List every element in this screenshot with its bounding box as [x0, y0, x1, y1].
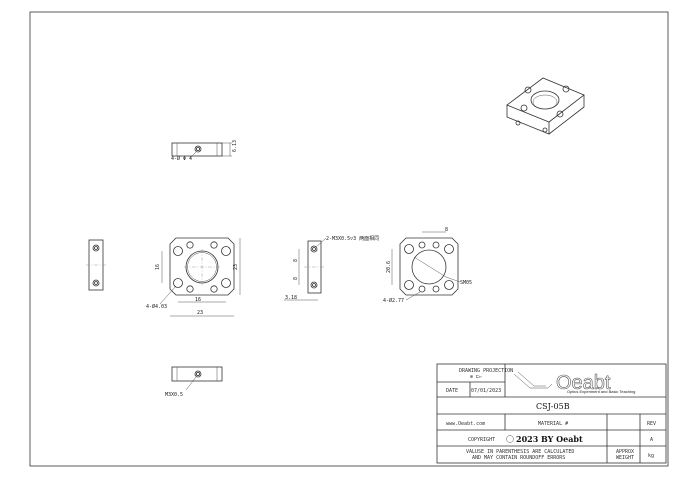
title-block: DRAWING PROJECTION ⊕ ⊏▻ DATE 07/01/2023 … [436, 363, 667, 464]
material-label: MATERIAL # [538, 421, 568, 427]
side-dim-b: 8 [293, 277, 299, 280]
approx-label: APPROX [616, 449, 634, 455]
isometric-view [506, 77, 585, 135]
top-height-dim: 6.13 [232, 140, 238, 152]
front-height-dim: 23 [233, 264, 239, 270]
weight-unit: kg [648, 453, 654, 459]
top-hole-callout: 4-Ø Φ 4 [171, 155, 192, 162]
front-view: 16 23 16 23 4-Ø4.03 [146, 237, 241, 317]
part-number: CSJ-05B [536, 402, 570, 411]
top-view: 6.13 4-Ø Φ 4 [171, 140, 238, 162]
bottom-callout: M3X0.5 [165, 392, 183, 398]
date-value: 07/01/2023 [471, 388, 501, 394]
side-dim-a: 8 [293, 259, 299, 262]
logo-tagline: Optics Experiment and Basic Teaching [567, 389, 635, 394]
back-top-dim: 8 [445, 227, 448, 233]
logo-wordmark: Oeabt [556, 372, 611, 394]
copyright-symbol-icon [506, 435, 514, 443]
front-spacing-v: 16 [155, 264, 161, 270]
date-label: DATE [446, 388, 458, 394]
rev-label: REV [647, 421, 656, 427]
projection-symbol: ⊕ ⊏▻ [470, 374, 482, 380]
note-line-1: VALUSE IN PARENTHESIS ARE CALCULATED [466, 449, 574, 455]
side-thread-callout: 2-M3X0.5▽3 两面相同 [326, 235, 379, 242]
oeabt-logo: Oeabt Optics Experiment and Basic Teachi… [513, 372, 635, 394]
right-side-view: 8 8 2-M3X0.5▽3 两面相同 3.18 [284, 235, 379, 301]
back-view: 8 20.6 SM05 4-Ø2.77 [383, 227, 472, 304]
note-line-2: AND MAY CONTAIN ROUNDOFF ERRORS [472, 455, 565, 461]
front-hole-callout: 4-Ø4.03 [146, 303, 167, 310]
back-hole-callout: 4-Ø2.77 [383, 297, 404, 304]
side-offset-dim: 3.18 [285, 295, 297, 301]
sheet-border [29, 11, 669, 467]
weight-label: WEIGHT [616, 455, 634, 461]
front-width-dim: 23 [197, 310, 203, 316]
website: www.Oeabt.com [446, 421, 485, 427]
back-height-dim: 20.6 [386, 261, 392, 273]
back-thread-callout: SM05 [460, 280, 472, 286]
rev-value: A [650, 437, 653, 443]
copyright-text: 2023 BY Oeabt [516, 434, 583, 444]
front-spacing-h: 16 [195, 297, 201, 303]
bottom-view: M3X0.5 [165, 366, 223, 398]
projection-label: DRAWING PROJECTION [459, 368, 513, 374]
left-side-view [86, 239, 106, 291]
copyright-label: COPYRIGHT [468, 437, 495, 443]
